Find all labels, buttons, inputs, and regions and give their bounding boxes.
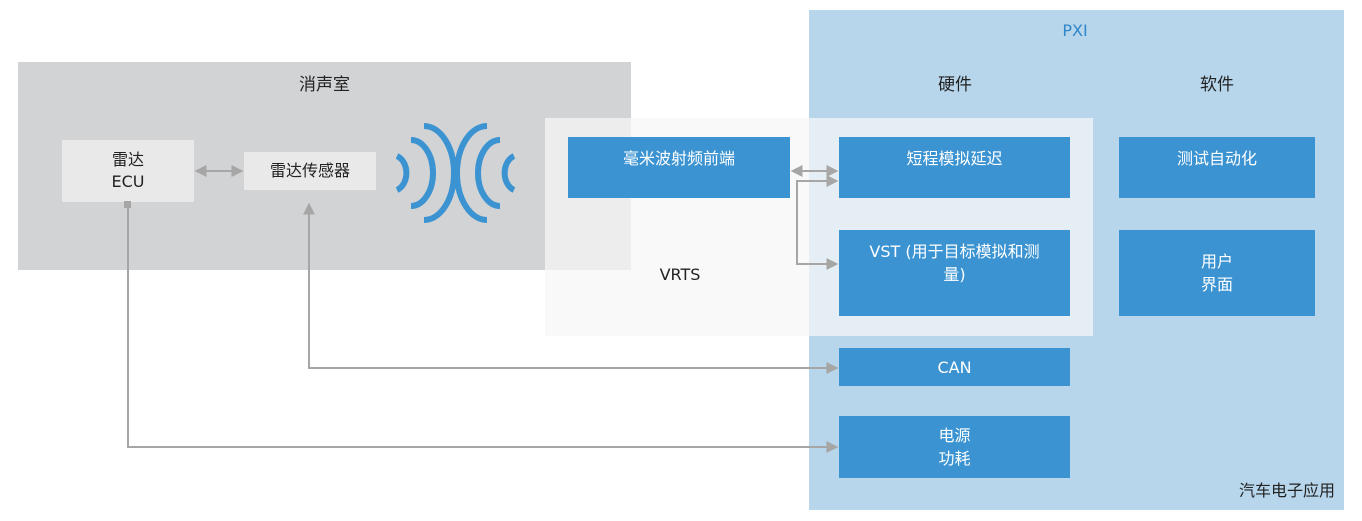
- radar-sensor-box: 雷达传感器: [244, 152, 376, 190]
- mmwave-frontend-box: 毫米波射频前端: [568, 137, 790, 198]
- vrts-label: VRTS: [659, 265, 701, 284]
- radar-ecu-box: 雷达 ECU: [62, 140, 194, 202]
- watermark-text: 汽车电子应用: [1238, 481, 1335, 500]
- pxi-label: PXI: [1062, 21, 1088, 40]
- short-range-delay-box: 短程模拟延迟: [839, 137, 1070, 198]
- hardware-label: 硬件: [938, 75, 972, 95]
- vst-box: VST (用于目标模拟和测 量): [839, 230, 1070, 316]
- can-box: CAN: [839, 348, 1070, 386]
- power-box: 电源 功耗: [839, 416, 1070, 478]
- test-automation-box: 测试自动化: [1119, 137, 1315, 198]
- software-label: 软件: [1200, 75, 1234, 95]
- anechoic-chamber-label: 消声室: [299, 75, 350, 95]
- user-interface-box: 用户 界面: [1119, 230, 1315, 316]
